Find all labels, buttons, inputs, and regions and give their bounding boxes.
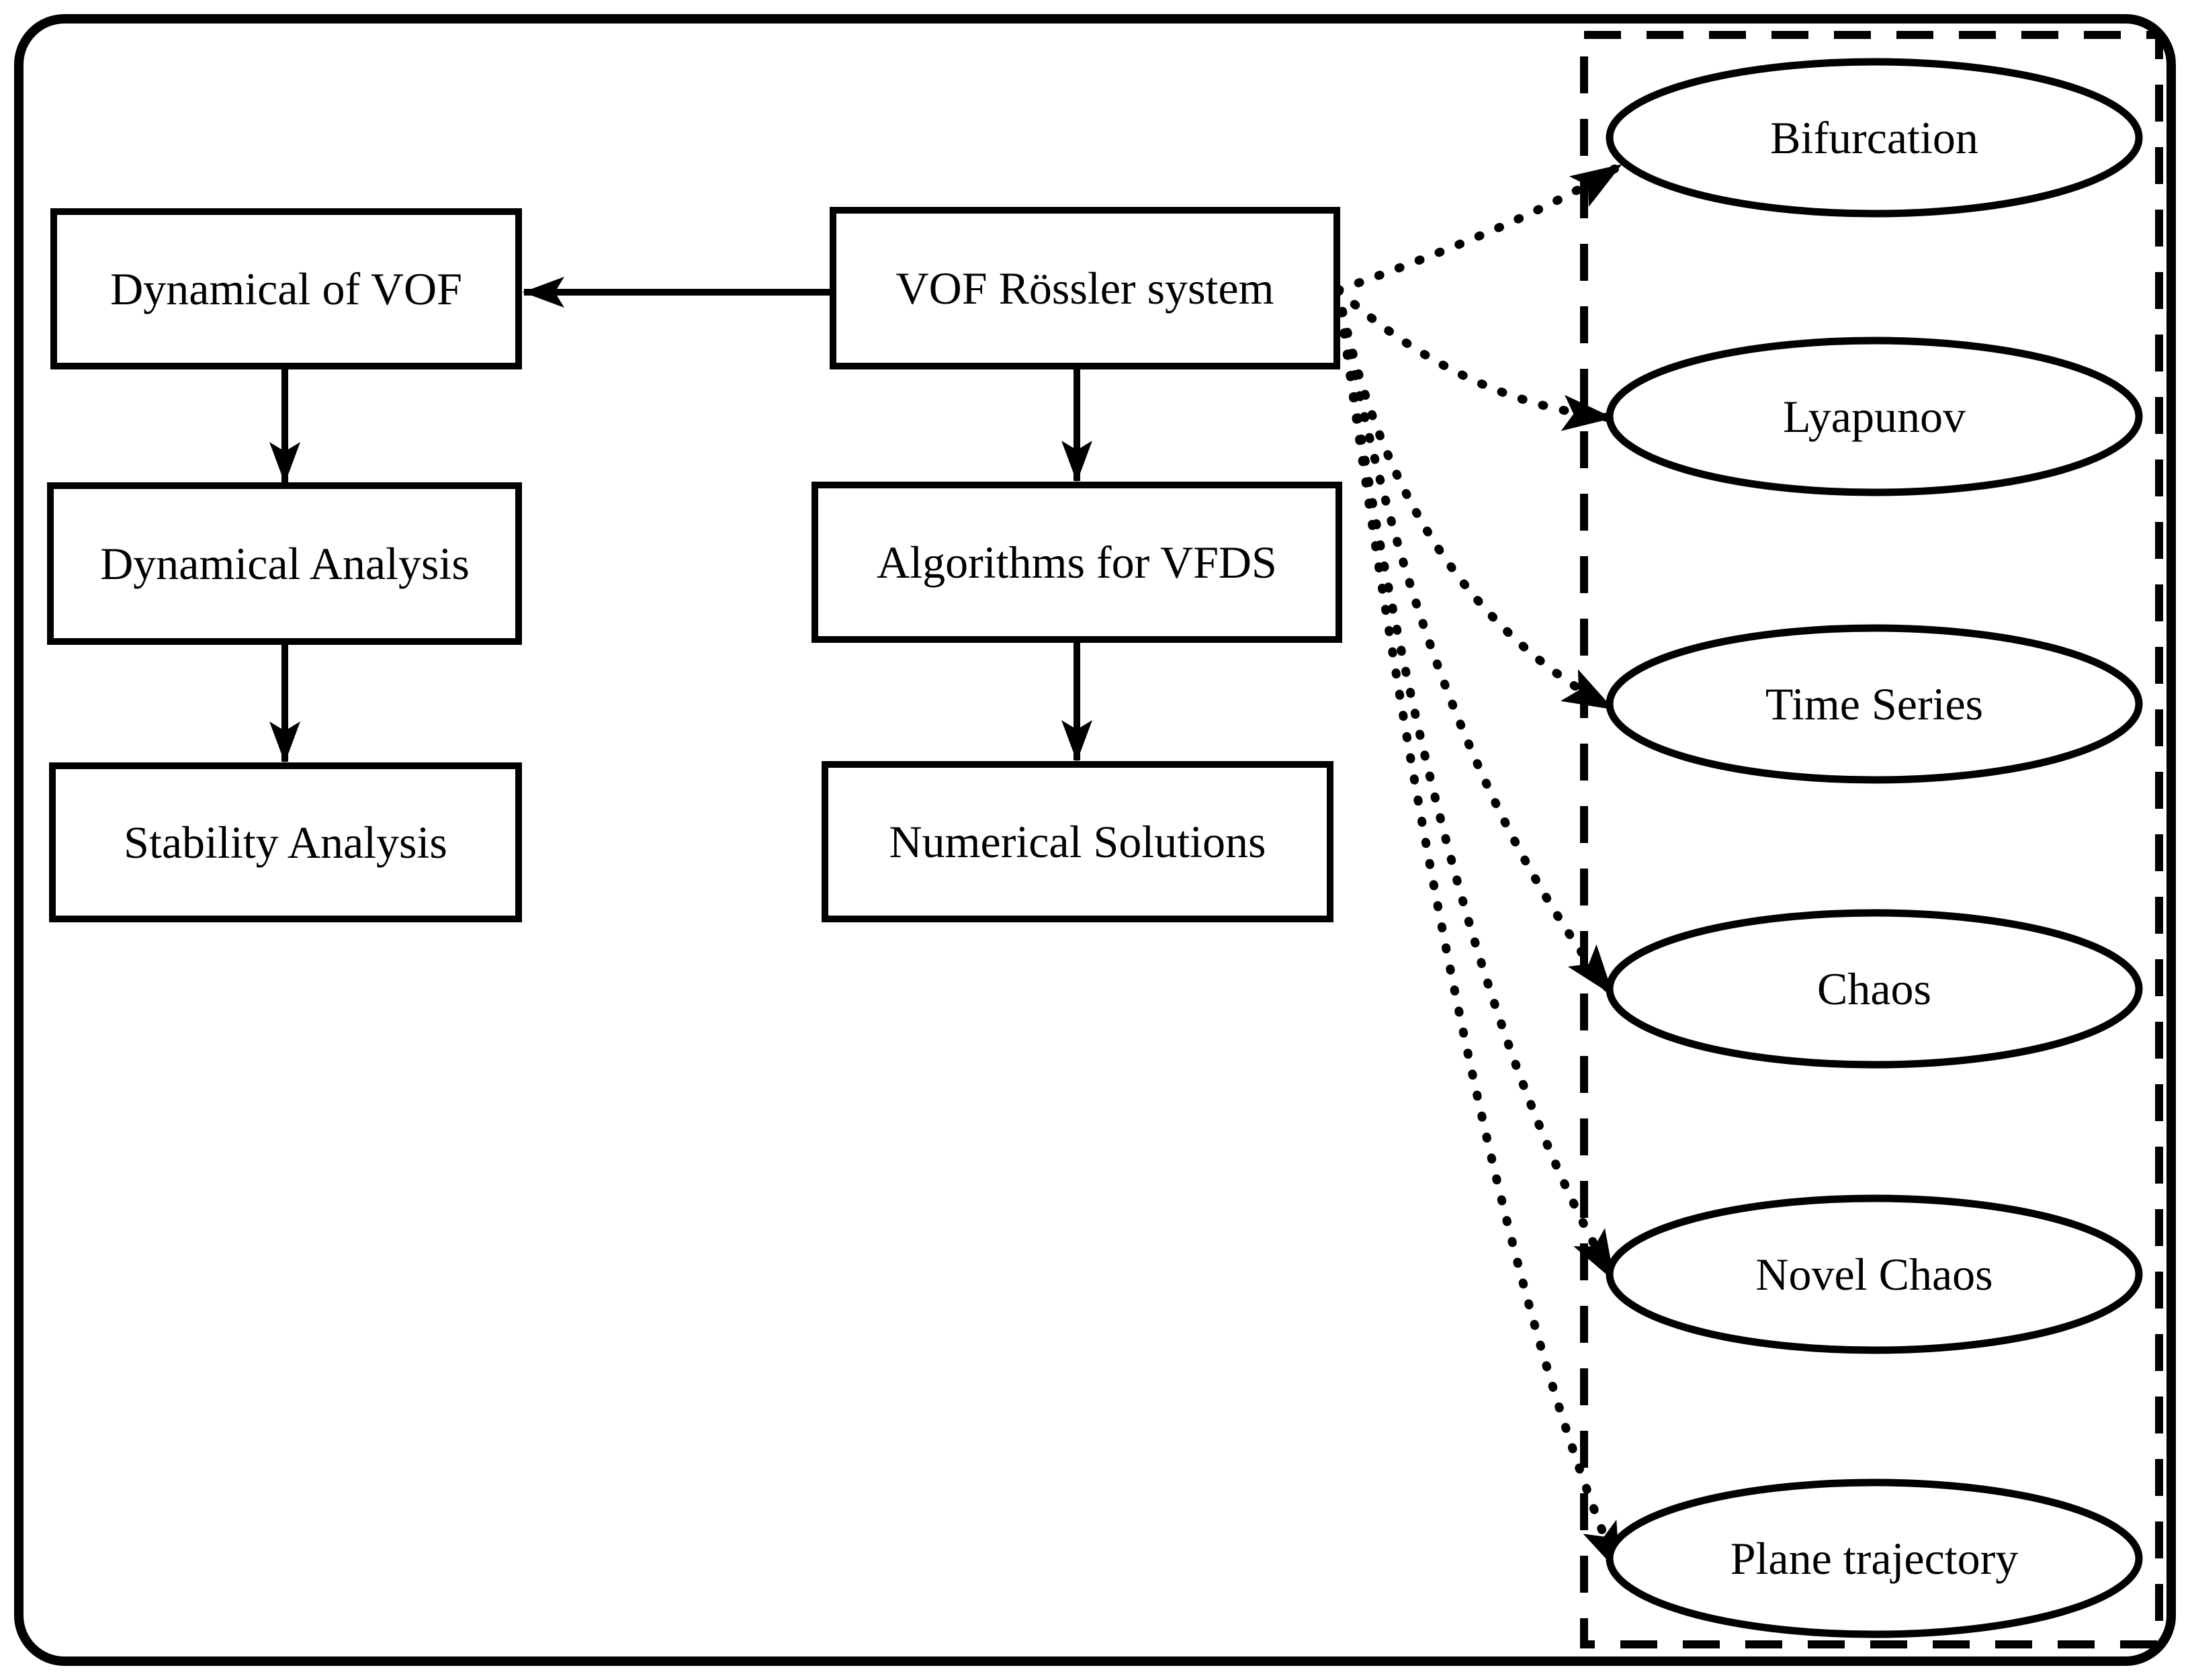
ellipse-time-series-shape <box>1606 624 2143 784</box>
box-stability-analysis-shape <box>49 762 522 922</box>
box-dynamical-of-vof-label: Dynamical of VOF <box>110 263 462 314</box>
ellipse-novel-chaos-label: Novel Chaos <box>1755 1249 1992 1300</box>
box-numerical-solutions-shape <box>822 761 1333 922</box>
connector-rossler-to-plane-trajectory <box>1333 285 1624 1577</box>
box-numerical-solutions-label: Numerical Solutions <box>889 816 1266 867</box>
box-algorithms-for-vfds: Algorithms for VFDS <box>812 482 1342 643</box>
ellipse-time-series-label: Time Series <box>1765 678 1983 730</box>
box-dynamical-of-vof: Dynamical of VOF <box>50 208 522 369</box>
box-dynamical-analysis: Dynamical Analysis <box>47 482 522 645</box>
ellipse-novel-chaos: Novel Chaos <box>1606 1194 2143 1354</box>
ellipse-chaos-shape <box>1606 909 2143 1069</box>
box-vof-rossler-system-label: VOF Rössler system <box>896 263 1274 314</box>
box-stability-analysis-label: Stability Analysis <box>124 817 447 868</box>
ellipse-chaos-label: Chaos <box>1817 963 1931 1014</box>
ellipse-lyapunov-label: Lyapunov <box>1783 391 1966 442</box>
box-numerical-solutions: Numerical Solutions <box>822 761 1333 922</box>
connector-rossler-to-chaos <box>1333 285 1617 999</box>
box-vof-rossler-system-shape <box>830 207 1340 369</box>
connector-rossler-to-bifurcation <box>1333 161 1625 295</box>
connector-rossler-to-time-series <box>1333 285 1617 713</box>
box-stability-analysis: Stability Analysis <box>49 762 522 922</box>
ellipse-chaos: Chaos <box>1606 909 2143 1069</box>
ellipse-plane-trajectory-shape <box>1606 1478 2143 1638</box>
dashed-results-panel <box>1580 31 2163 1648</box>
box-algorithms-for-vfds-shape <box>812 482 1342 643</box>
box-vof-rossler-system: VOF Rössler system <box>830 207 1340 369</box>
ellipse-plane-trajectory-label: Plane trajectory <box>1731 1533 2019 1584</box>
ellipse-bifurcation-label: Bifurcation <box>1770 112 1978 163</box>
connector-rossler-to-lyapunov <box>1333 285 1616 431</box>
ellipse-lyapunov-shape <box>1606 337 2143 496</box>
connector-rossler-to-novel-chaos <box>1333 285 1618 1284</box>
ellipse-lyapunov: Lyapunov <box>1606 337 2143 496</box>
box-algorithms-for-vfds-label: Algorithms for VFDS <box>877 537 1277 588</box>
ellipse-bifurcation: Bifurcation <box>1606 58 2143 218</box>
ellipse-novel-chaos-shape <box>1606 1194 2143 1354</box>
box-dynamical-analysis-label: Dynamical Analysis <box>100 538 470 589</box>
ellipse-time-series: Time Series <box>1606 624 2143 784</box>
ellipse-plane-trajectory: Plane trajectory <box>1606 1478 2143 1638</box>
box-dynamical-analysis-shape <box>47 482 522 645</box>
outer-border <box>14 14 2176 1666</box>
box-dynamical-of-vof-shape <box>50 208 522 369</box>
ellipse-bifurcation-shape <box>1606 58 2143 218</box>
